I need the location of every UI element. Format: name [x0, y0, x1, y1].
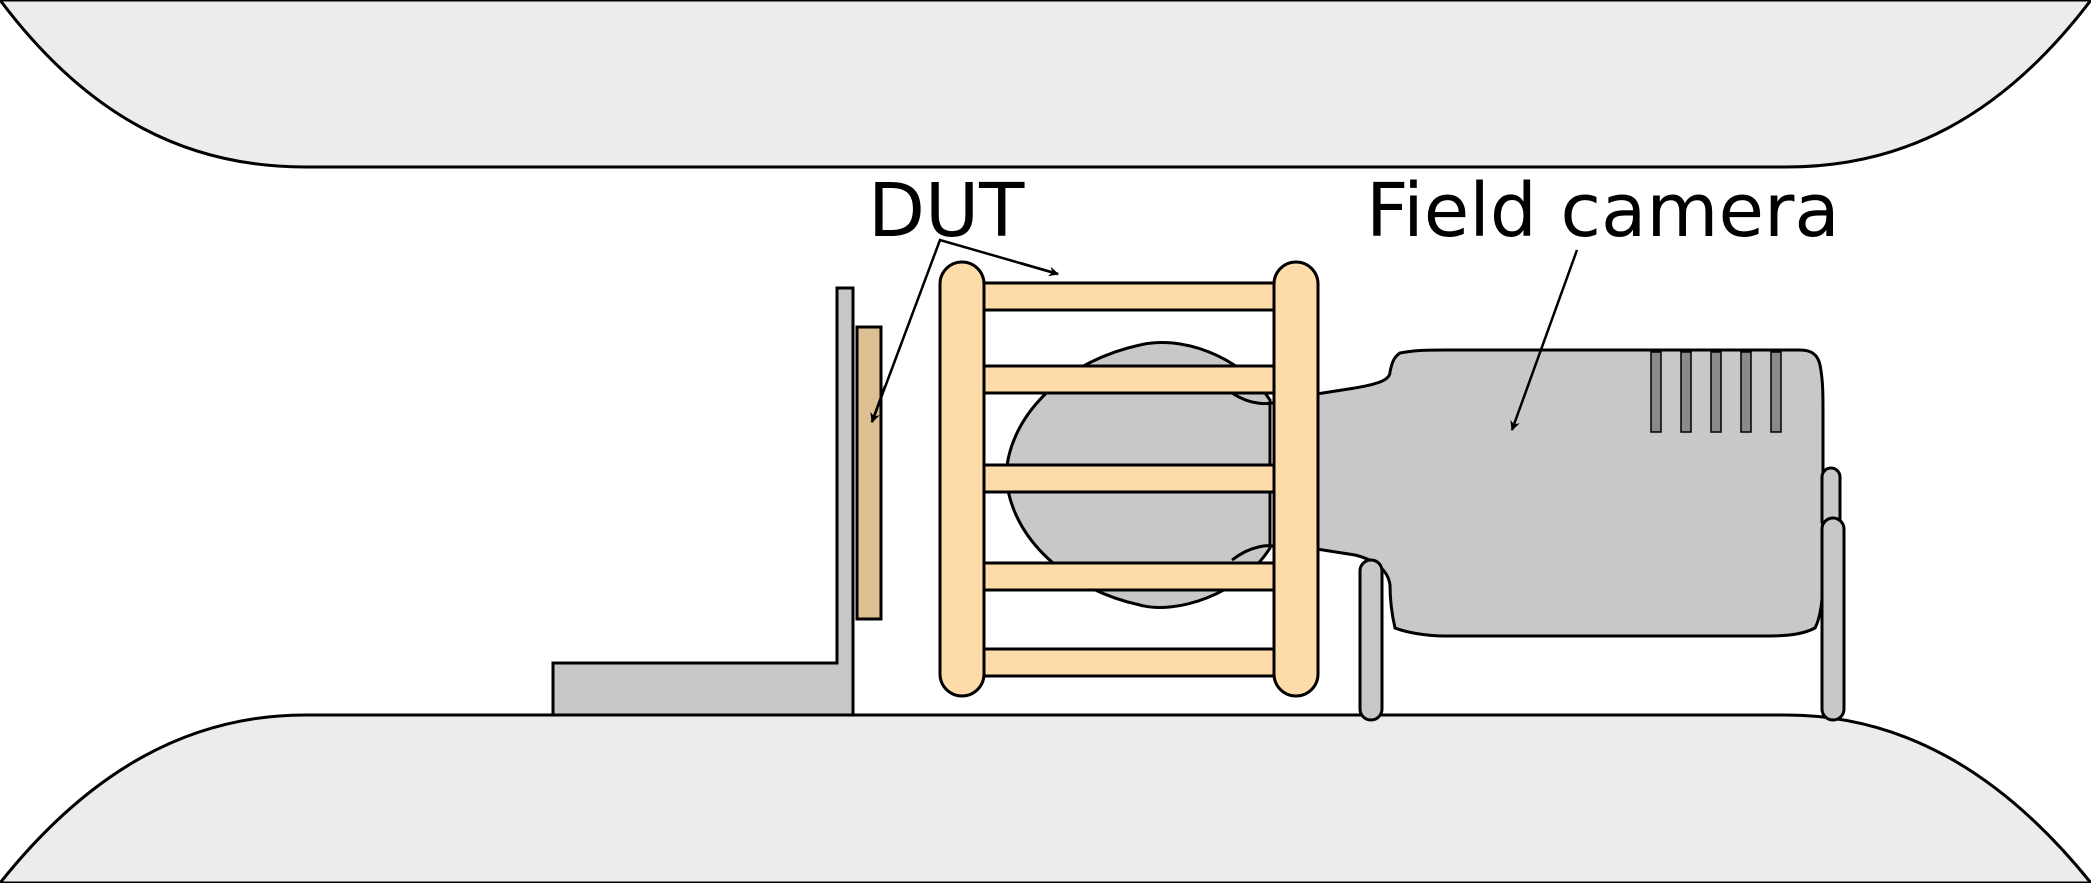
camera-fin — [1770, 351, 1782, 433]
frame-post-right — [1272, 260, 1320, 698]
camera-fin — [1650, 351, 1662, 433]
frame-rung — [980, 561, 1278, 592]
field-camera-leader-line — [1510, 249, 1579, 431]
dut-arrow-to-sample — [870, 385, 887, 423]
frame-rung — [980, 647, 1278, 678]
dut-sample-plate — [855, 325, 883, 621]
camera-support-rear — [1820, 516, 1846, 722]
dut-label: DUT — [868, 168, 1025, 254]
frame-rung — [980, 463, 1278, 494]
camera-fin — [1740, 351, 1752, 433]
camera-fin — [1680, 351, 1692, 433]
camera-fin — [1710, 351, 1722, 433]
dut-leader-line — [870, 238, 1059, 423]
frame-rung — [980, 364, 1278, 395]
bore-wall-bottom — [0, 713, 2091, 883]
frame-post-left — [938, 260, 986, 698]
l-bracket — [551, 286, 855, 717]
frame-rung — [980, 281, 1278, 312]
field-camera-label: Field camera — [1366, 168, 1840, 254]
camera-support-front — [1358, 558, 1384, 722]
bore-wall-top — [0, 0, 2091, 169]
dut-arrow-to-frame — [1019, 261, 1059, 277]
